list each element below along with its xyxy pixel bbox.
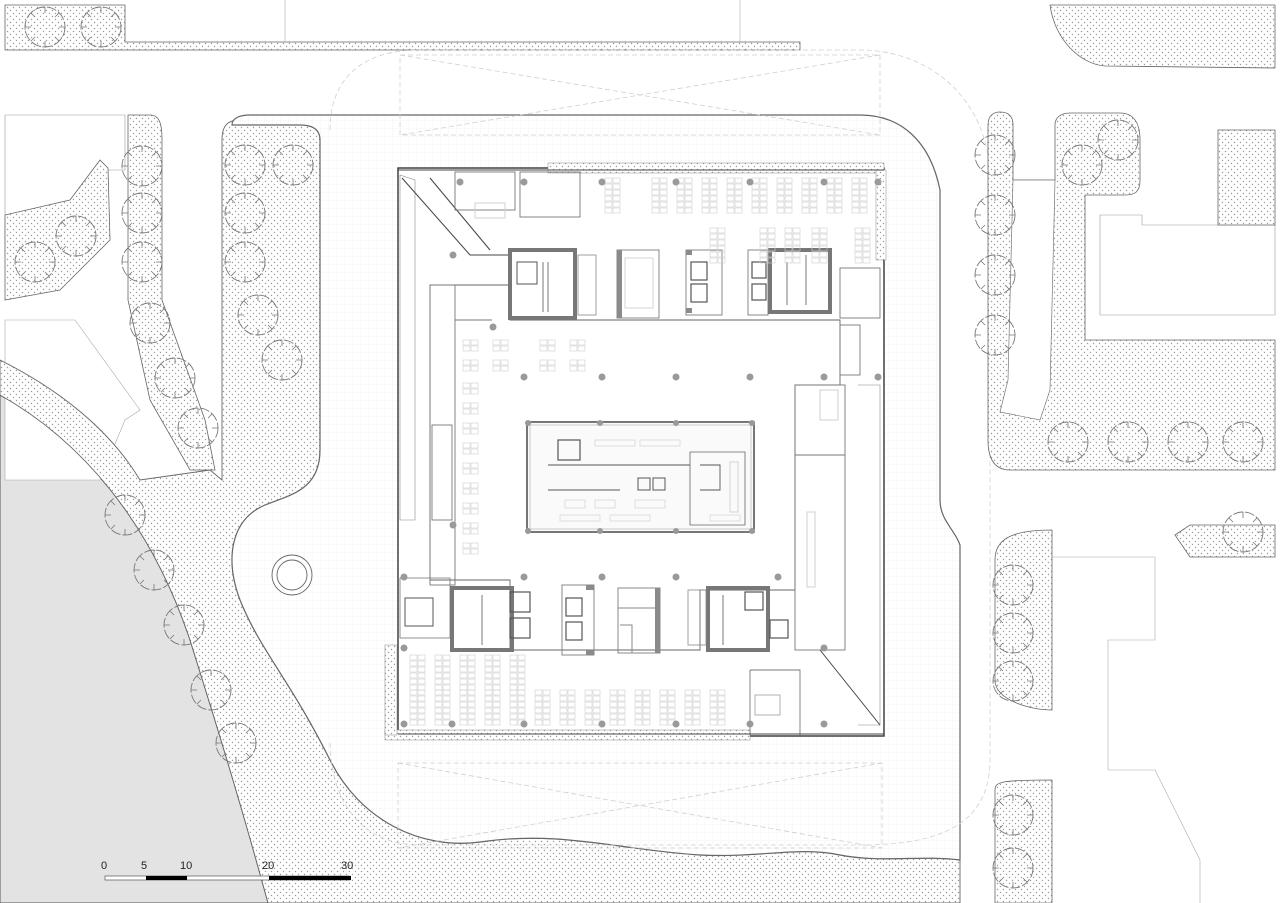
northwest-rooms	[454, 171, 581, 219]
core-south-center-1	[561, 584, 595, 656]
west-wing	[429, 284, 492, 586]
core-south-center-2	[617, 587, 661, 654]
fountain	[271, 554, 313, 596]
west-ramp	[399, 174, 416, 521]
east-wing-rooms	[794, 384, 846, 651]
scale-bar	[104, 875, 351, 881]
structural-columns	[400, 178, 882, 728]
west-diagonal-planting	[127, 114, 216, 471]
northeast-rooms	[839, 267, 881, 376]
core-northwest	[508, 248, 597, 320]
south-facade-planter	[384, 729, 751, 741]
west-facade-planter	[384, 644, 398, 736]
canopy-outline	[329, 49, 991, 849]
building	[384, 162, 887, 741]
scale-label-10: 10	[180, 860, 193, 872]
core-north-center-2	[685, 249, 723, 316]
south-east-planting-bed-2	[994, 779, 1053, 903]
north-facade-planter	[547, 162, 885, 174]
east-neighbour-building-a	[1099, 214, 1276, 316]
core-southeast	[687, 586, 789, 652]
scale-label-20: 20	[262, 860, 275, 872]
core-north-center-1	[616, 249, 660, 319]
core-southwest	[399, 577, 531, 652]
central-kitchen-block	[525, 420, 755, 534]
east-drive	[999, 179, 1056, 421]
northeast-planting	[1049, 4, 1276, 69]
facade-mullions	[398, 169, 884, 735]
scale-label-5: 5	[141, 860, 148, 872]
southeast-planting-bed	[994, 529, 1053, 711]
west-planting-bed	[4, 159, 111, 301]
north-planting-strip	[4, 0, 801, 51]
east-ramp	[858, 384, 881, 726]
east-neighbour-building-b	[1217, 129, 1276, 226]
core-northeast	[747, 248, 832, 316]
east-planting-strip	[987, 111, 1276, 471]
southeast-neighbour-outline	[1052, 556, 1201, 903]
scale-label-0: 0	[101, 860, 108, 872]
scale-label-30: 30	[341, 860, 354, 872]
